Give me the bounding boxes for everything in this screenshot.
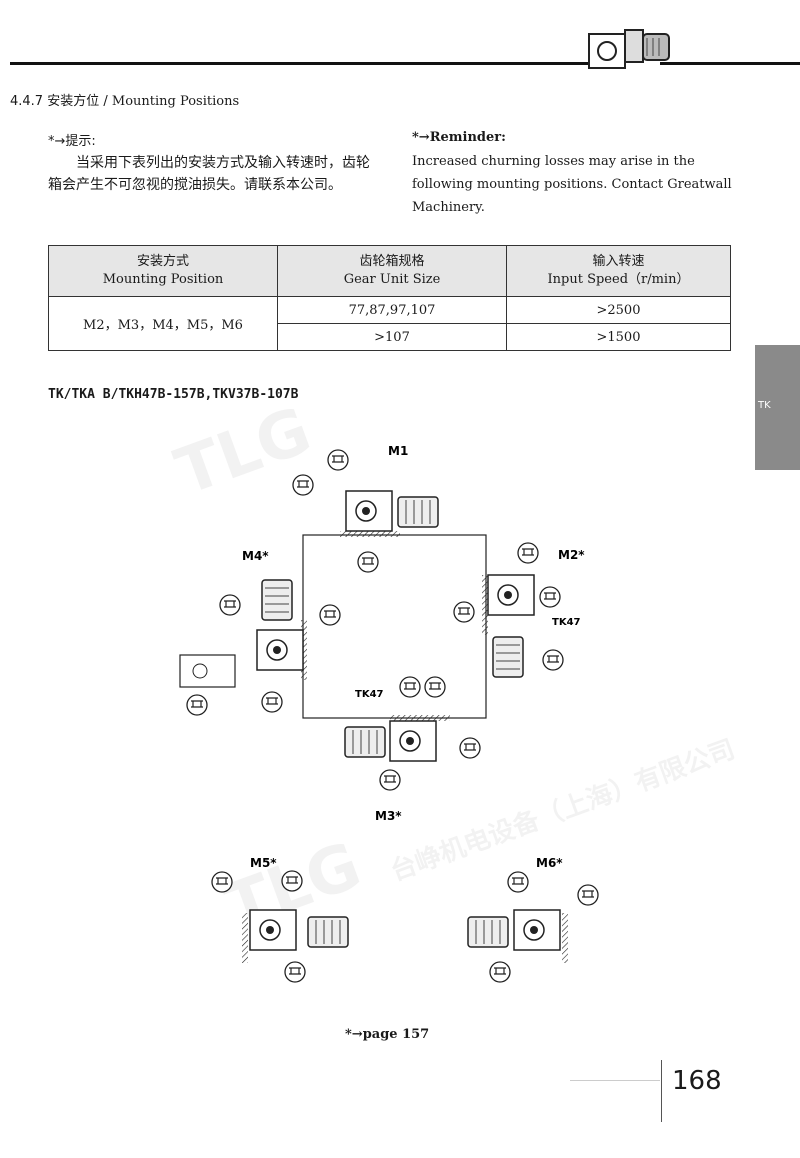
orientation-frame [302,534,487,719]
section-title-zh: 安装方位 [47,94,100,109]
header-rule-left [10,62,588,65]
label-m3: M3* [375,809,402,823]
table-cell-speed: >1500 [506,323,731,351]
side-tab[interactable] [755,345,800,470]
label-m1: M1 [388,444,408,458]
label-m2: M2* [558,548,585,562]
header-en: Mounting Position [102,272,224,287]
reminder-en-body: Increased churning losses may arise in t… [412,154,732,215]
label-m4: M4* [242,549,269,563]
reminder-en-heading: *→Reminder: [412,130,506,145]
reminder-zh-body: 当采用下表列出的安装方式及输入转速时，齿轮箱会产生不可忽视的搅油损失。请联系本公… [48,155,370,193]
unit-m5 [211,870,349,983]
churning-loss-table: 安装方式 Mounting Position 齿轮箱规格 Gear Unit S… [48,245,731,351]
unit-m3 [344,676,481,791]
unit-m4 [179,579,341,716]
reminder-zh-heading: *→提示: [48,134,96,149]
section-title: 4.4.7 安装方位 / Mounting Positions [10,90,239,109]
page-number: 168 [672,1066,722,1096]
section-title-en: Mounting Positions [111,94,240,109]
section-separator: / [103,94,108,109]
callout-tk47: TK47 [552,617,581,628]
header-zh: 齿轮箱规格 [359,254,425,269]
table-cell-position: M2，M3，M4，M5，M6 [48,296,278,351]
table-row: M2，M3，M4，M5，M6 77,87,97,107 >2500 [48,296,731,351]
series-title: TK/TKA B/TKH47B-157B,TKV37B-107B [48,387,299,402]
header-en: Gear Unit Size [343,272,441,287]
table-row: >107 >1500 [49,323,731,351]
header-en: Input Speed（r/min） [547,272,690,287]
footer-rule [570,1080,660,1081]
table-cell-size: >107 [277,323,507,351]
unit-m1 [292,449,439,573]
footer-divider [661,1060,662,1122]
gearmotor-header-image [588,29,670,69]
table-cell-size: 77,87,97,107 [277,296,507,324]
mounting-positions-diagram: M1 M2* TK47 M4* TK47 M3* M5* [179,444,599,983]
table-header: 齿轮箱规格 Gear Unit Size [277,245,507,297]
table-cell-speed: >2500 [506,296,731,324]
label-m6: M6* [536,856,563,870]
table-header-row: 安装方式 Mounting Position 齿轮箱规格 Gear Unit S… [48,245,731,297]
side-tab-label: TK [758,400,771,411]
table-header: 输入转速 Input Speed（r/min） [506,245,731,297]
table-header: 安装方式 Mounting Position [48,245,278,297]
unit-m2 [453,542,564,678]
header-zh: 输入转速 [592,254,645,269]
section-number: 4.4.7 [10,94,44,109]
callout-tk47: TK47 [355,689,384,700]
page-reference-footnote[interactable]: *→page 157 [345,1027,430,1042]
header-rule-right [660,62,800,65]
label-m5: M5* [250,856,277,870]
header-zh: 安装方式 [136,254,189,269]
unit-m6 [467,871,599,983]
